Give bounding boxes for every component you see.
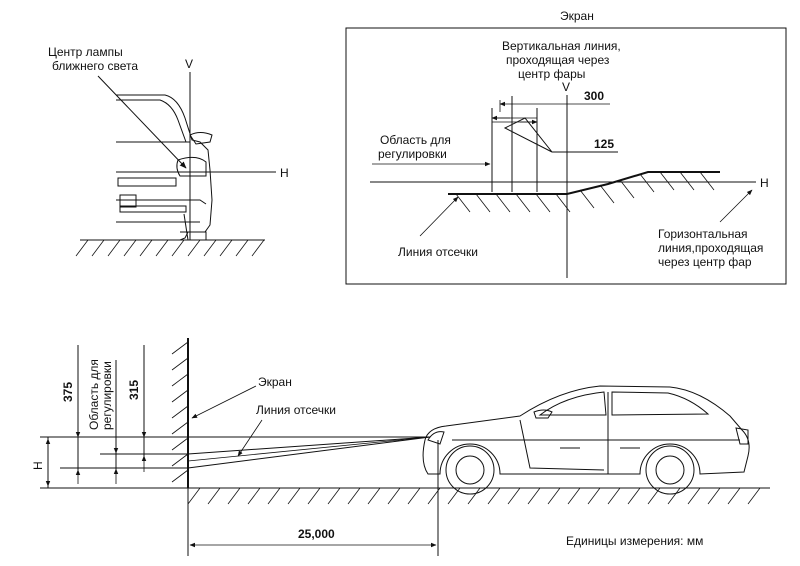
horizontal-line-label-1: Горизонталь­ная <box>658 227 748 241</box>
dim-125: 125 <box>594 137 614 151</box>
front-view: V H Центр лампы ближнего света <box>48 45 289 257</box>
side-screen-label: Экран <box>258 375 292 389</box>
screen-adjust-label-2: регулировки <box>378 147 447 161</box>
beam-spot <box>503 117 553 153</box>
screen-panel: Экран Вертикальная линия, проходящая чер… <box>345 9 787 285</box>
beam-upper <box>187 436 431 455</box>
side-view: 375 Область для регулировки 315 H Экран … <box>31 338 770 556</box>
horizontal-line-label-3: через центр фар <box>658 255 752 269</box>
front-h-label: H <box>280 166 289 180</box>
screen-v-label: V <box>562 80 570 94</box>
car-front-half <box>116 94 213 241</box>
cutoff-hatch <box>455 171 715 213</box>
vertical-line-label-1: Вертикальная линия, <box>502 39 621 53</box>
screen-h-label: H <box>760 176 769 190</box>
screen-adjust-label-1: Область для <box>380 133 451 147</box>
units-label: Единицы измерения: мм <box>566 534 703 548</box>
cutoff-line <box>448 171 720 195</box>
lamp-center-leader <box>97 75 187 169</box>
side-ground-hatch <box>187 487 761 505</box>
screen-panel-title: Экран <box>560 9 594 23</box>
lamp-center-label-2: ближнего света <box>52 59 138 73</box>
side-adjust-label-2: регулировки <box>100 361 114 430</box>
front-v-label: V <box>185 57 193 71</box>
dim-315: 315 <box>127 380 141 400</box>
front-ground-hatch <box>75 239 265 257</box>
vertical-line-label-2: проходящая через <box>506 53 610 67</box>
vertical-line-label-3: центр фары <box>518 67 585 81</box>
side-cutoff-label: Линия отсечки <box>256 403 336 417</box>
screen-panel-frame <box>345 27 787 285</box>
distance-value: 25,000 <box>298 527 335 541</box>
beam-lower <box>187 436 431 469</box>
lamp-center-label-1: Центр лампы <box>48 45 123 59</box>
car-side <box>422 385 750 495</box>
dim-300: 300 <box>584 89 604 103</box>
side-h-label: H <box>31 461 45 470</box>
screen-cutoff-label: Линия отсечки <box>398 245 478 259</box>
dim-375: 375 <box>61 382 75 402</box>
horizontal-line-label-2: линия,проходящая <box>658 241 763 255</box>
side-adjust-label-1: Область для <box>87 359 101 430</box>
side-screen-hatch <box>171 341 189 483</box>
